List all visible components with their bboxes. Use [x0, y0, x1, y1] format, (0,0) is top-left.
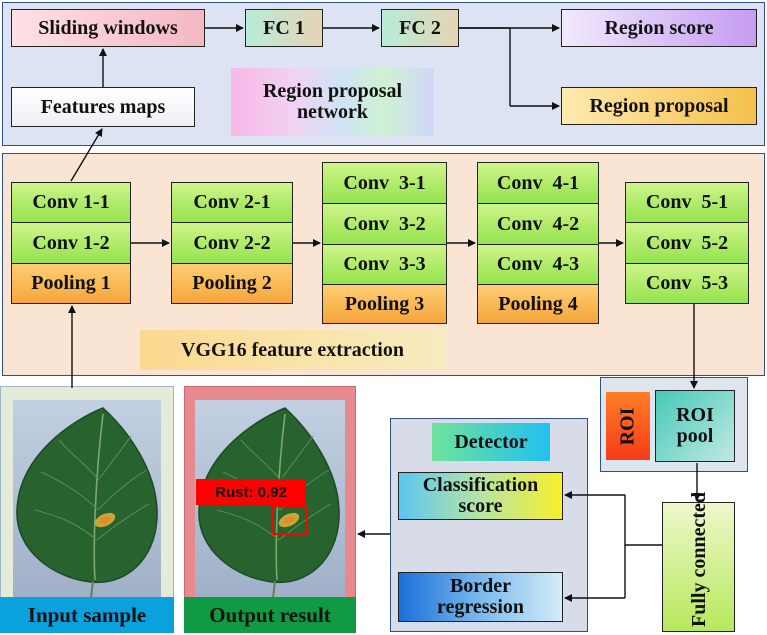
detection-label: Rust: 0.92: [196, 479, 306, 505]
fc1-box: FC 1: [245, 9, 323, 47]
features-maps-box: Features maps: [11, 87, 195, 127]
conv-5-3: Conv 5-3: [625, 263, 749, 304]
classification-score-box: Classification score: [398, 472, 563, 520]
conv-4-2: Conv 4-2: [477, 203, 599, 245]
roi-pool-box: ROI pool: [655, 390, 735, 462]
vgg-title: VGG16 feature extraction: [140, 330, 445, 370]
detection-box: [272, 505, 308, 535]
conv-1-1: Conv 1-1: [11, 182, 131, 223]
rpn-title: Region proposal network: [231, 68, 434, 136]
region-proposal-box: Region proposal: [561, 87, 757, 125]
output-result-caption: Output result: [184, 597, 356, 633]
input-leaf-drawing: [16, 407, 158, 598]
roi-label-text: ROI: [616, 407, 639, 445]
conv-2-1: Conv 2-1: [171, 182, 293, 223]
fully-connected-box: Fully connected: [662, 492, 735, 632]
fc2-box: FC 2: [381, 9, 459, 47]
conv-2-2: Conv 2-2: [171, 222, 293, 264]
conv-3-3: Conv 3-3: [322, 244, 447, 285]
pooling-3: Pooling 3: [322, 284, 447, 324]
conv-5-2: Conv 5-2: [625, 222, 749, 264]
input-leaf-image: [13, 400, 161, 598]
roi-label: ROI: [606, 392, 650, 460]
sliding-windows-box: Sliding windows: [11, 9, 205, 47]
pooling-4: Pooling 4: [477, 284, 599, 324]
fully-connected-text: Fully connected: [687, 492, 710, 627]
conv-5-1: Conv 5-1: [625, 182, 749, 223]
arrow-fc-detector-branch: [624, 495, 662, 546]
input-sample-caption: Input sample: [0, 597, 174, 633]
pooling-1: Pooling 1: [11, 263, 131, 304]
conv-4-1: Conv 4-1: [477, 162, 599, 204]
conv-3-1: Conv 3-1: [322, 162, 447, 204]
detector-title: Detector: [432, 423, 550, 461]
conv-4-3: Conv 4-3: [477, 244, 599, 285]
conv-1-2: Conv 1-2: [11, 222, 131, 264]
conv-3-2: Conv 3-2: [322, 203, 447, 245]
pooling-2: Pooling 2: [171, 263, 293, 304]
border-regression-box: Border regression: [398, 572, 563, 622]
region-score-box: Region score: [561, 9, 757, 47]
